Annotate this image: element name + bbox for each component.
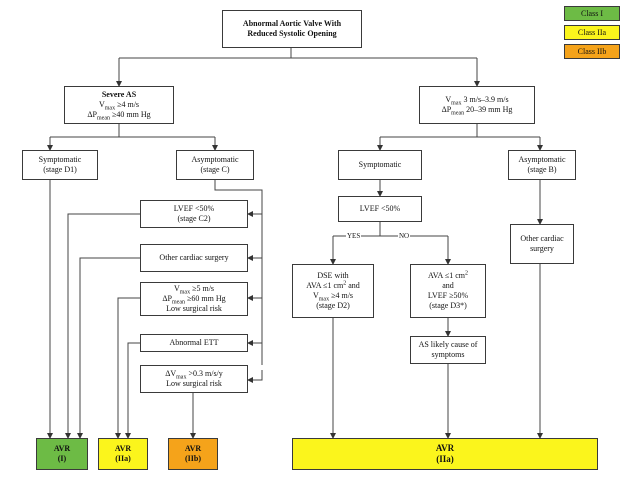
abnormal-ett-node: Abnormal ETT — [140, 334, 248, 352]
legend-class-i: Class I — [564, 6, 620, 21]
symp-d1-line2: (stage D1) — [43, 165, 77, 174]
avr-i-line1: AVR — [53, 444, 71, 453]
wire-moderate-split — [380, 124, 540, 138]
dse-line4: (stage D2) — [316, 301, 350, 310]
lvef50-text: LVEF <50% — [359, 204, 401, 213]
moderate-vmax: Vmax 3 m/s–3.9 m/s — [445, 95, 509, 107]
lvef-c2-node: LVEF <50% (stage C2) — [140, 200, 248, 228]
avr-iib-line2: (IIb) — [184, 454, 201, 463]
legend-class-iib: Class IIb — [564, 44, 620, 59]
moderate-hemo-node: Vmax 3 m/s–3.9 m/s ΔPmean 20–39 mm Hg — [419, 86, 535, 124]
asymp-b-line1: Asymptomatic — [518, 155, 566, 164]
wire-severe-split — [50, 124, 215, 138]
avr-i-line2: (I) — [57, 454, 67, 463]
ava-stage-d3-node: AVA ≤1 cm2 and LVEF ≥50% (stage D3*) — [410, 264, 486, 318]
severe-title: Severe AS — [101, 90, 137, 99]
asymp-c-line2: (stage C) — [200, 165, 230, 174]
avr-iia-left-line1: AVR — [114, 444, 132, 453]
avr-class-iia-left-box: AVR (IIa) — [98, 438, 148, 470]
ava-d3-line2: and — [442, 281, 454, 290]
symptomatic-d1-node: Symptomatic (stage D1) — [22, 150, 98, 180]
avr-iia-right-line1: AVR — [435, 443, 455, 453]
wire-vmax5-to-avr-iia — [115, 297, 140, 439]
ava-d3-line1: AVA ≤1 cm2 — [428, 270, 468, 280]
ava-d3-line3: LVEF ≥50% — [427, 291, 469, 300]
lvef-lt50-node: LVEF <50% — [338, 196, 422, 222]
asymptomatic-c-node: Asymptomatic (stage C) — [176, 150, 254, 180]
severe-dp: ΔPmean ≥40 mm Hg — [87, 110, 151, 122]
as-cause-line1: AS likely cause of — [418, 340, 478, 349]
avr-class-iib-box: AVR (IIb) — [168, 438, 218, 470]
lvef-c2-line2: (stage C2) — [177, 214, 211, 223]
dvmax-node: ΔVmax >0.3 m/s/y Low surgical risk — [140, 365, 248, 393]
lvef-c2-line1: LVEF <50% — [173, 204, 215, 213]
avr-iib-line1: AVR — [184, 444, 202, 453]
other-cardiac-surgery-right-node: Other cardiac surgery — [510, 224, 574, 264]
legend-class-i-label: Class I — [581, 8, 603, 18]
as-cause-line2: symptoms — [431, 350, 465, 359]
dse-line3: Vmax ≥4 m/s — [312, 291, 354, 303]
vmax5-line3: Low surgical risk — [166, 304, 222, 313]
dse-stage-d2-node: DSE with AVA ≤1 cm2 and Vmax ≥4 m/s (sta… — [292, 264, 374, 318]
yes-label: YES — [346, 232, 362, 240]
wire-root-split — [119, 48, 477, 59]
asymp-c-line1: Asymptomatic — [191, 155, 239, 164]
legend-class-iia: Class IIa — [564, 25, 620, 40]
other-cardiac-surgery-left-node: Other cardiac surgery — [140, 244, 248, 272]
root-line2: Reduced Systolic Opening — [247, 29, 337, 38]
wire-asymp-trunk — [214, 180, 263, 365]
no-label: NO — [398, 232, 411, 240]
asymptomatic-b-node: Asymptomatic (stage B) — [508, 150, 576, 180]
wire-to-dvmax — [247, 370, 263, 383]
abnormal-ett-text: Abnormal ETT — [169, 338, 219, 347]
avr-iia-right-line2: (IIa) — [436, 454, 454, 464]
other-surgery-right-line1: Other cardiac — [520, 234, 564, 243]
asymp-b-line2: (stage B) — [527, 165, 557, 174]
legend-class-iia-label: Class IIa — [577, 27, 607, 37]
avr-class-i-box: AVR (I) — [36, 438, 88, 470]
symp-right-text: Symptomatic — [358, 160, 402, 169]
legend-class-iib-label: Class IIb — [577, 46, 607, 56]
symp-d1-line1: Symptomatic — [38, 155, 82, 164]
avr-class-iia-right-box: AVR (IIa) — [292, 438, 598, 470]
symptomatic-right-node: Symptomatic — [338, 150, 422, 180]
vmax5-node: Vmax ≥5 m/s ΔPmean ≥60 mm Hg Low surgica… — [140, 282, 248, 316]
dvmax-line2: Low surgical risk — [166, 379, 222, 388]
wire-lvef-c2-to-avr-i — [65, 213, 140, 439]
dse-line2: AVA ≤1 cm2 and — [306, 280, 360, 290]
avr-iia-left-line2: (IIa) — [115, 454, 131, 463]
root-line1: Abnormal Aortic Valve With — [242, 19, 342, 28]
severe-vmax: Vmax ≥4 m/s — [98, 100, 140, 112]
wire-other-to-avr-iia — [77, 257, 140, 439]
vmax5-line1: Vmax ≥5 m/s — [173, 284, 215, 296]
other-surgery-left-text: Other cardiac surgery — [159, 253, 229, 262]
severe-as-node: Severe AS Vmax ≥4 m/s ΔPmean ≥40 mm Hg — [64, 86, 174, 124]
vmax5-line2: ΔPmean ≥60 mm Hg — [162, 294, 226, 306]
moderate-dp: ΔPmean 20–39 mm Hg — [441, 105, 513, 117]
dvmax-line1: ΔVmax >0.3 m/s/y — [165, 369, 223, 381]
root-node: Abnormal Aortic Valve With Reduced Systo… — [222, 10, 362, 48]
other-surgery-right-line2: surgery — [530, 244, 554, 253]
dse-line1: DSE with — [317, 271, 349, 280]
as-likely-cause-node: AS likely cause of symptoms — [410, 336, 486, 364]
wire-ett-to-avr-iia — [125, 342, 140, 439]
ava-d3-line4: (stage D3*) — [429, 301, 467, 310]
